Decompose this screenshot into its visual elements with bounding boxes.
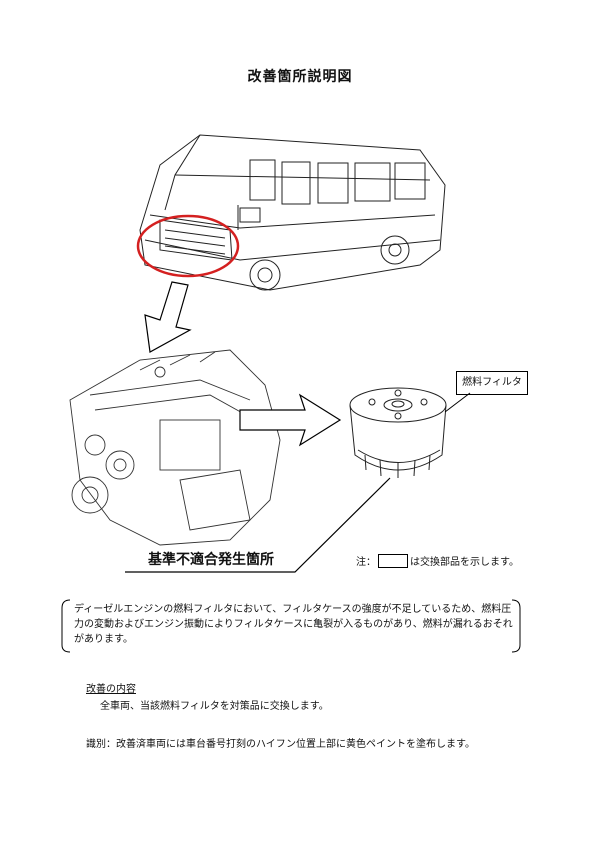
fuel-filter-illustration [349, 387, 447, 478]
bus-illustration [139, 134, 446, 291]
fuel-filter-label: 燃料フィルタ [456, 371, 528, 395]
label-leader-line [444, 392, 471, 413]
identification-text: 識別：改善済車両には車台番号打刻のハイフン位置上部に黄色ペイントを塗布します。 [86, 739, 475, 750]
defect-description: ディーゼルエンジンの燃料フィルタにおいて、フィルタケースの強度が不足しているため… [74, 604, 513, 645]
bracket-right [511, 599, 521, 653]
bracket-left [61, 599, 71, 653]
replacement-note: 注： は交換部品を示します。 [356, 553, 519, 568]
arrow-down-icon [144, 281, 192, 353]
improvement-heading: 改善の内容 [86, 684, 136, 695]
note-suffix: は交換部品を示します。 [410, 557, 519, 568]
note-prefix: 注： [356, 557, 376, 568]
defect-leader-line [125, 477, 391, 573]
improvement-body: 全車両、当該燃料フィルタを対策品に交換します。 [100, 701, 329, 712]
engine-illustration [69, 349, 281, 546]
page-title: 改善箇所説明図 [247, 69, 353, 85]
defect-location-label: 基準不適合発生箇所 [148, 552, 274, 568]
highlight-circle [136, 214, 240, 278]
arrow-right-icon [239, 393, 342, 447]
legend-box [378, 553, 408, 568]
